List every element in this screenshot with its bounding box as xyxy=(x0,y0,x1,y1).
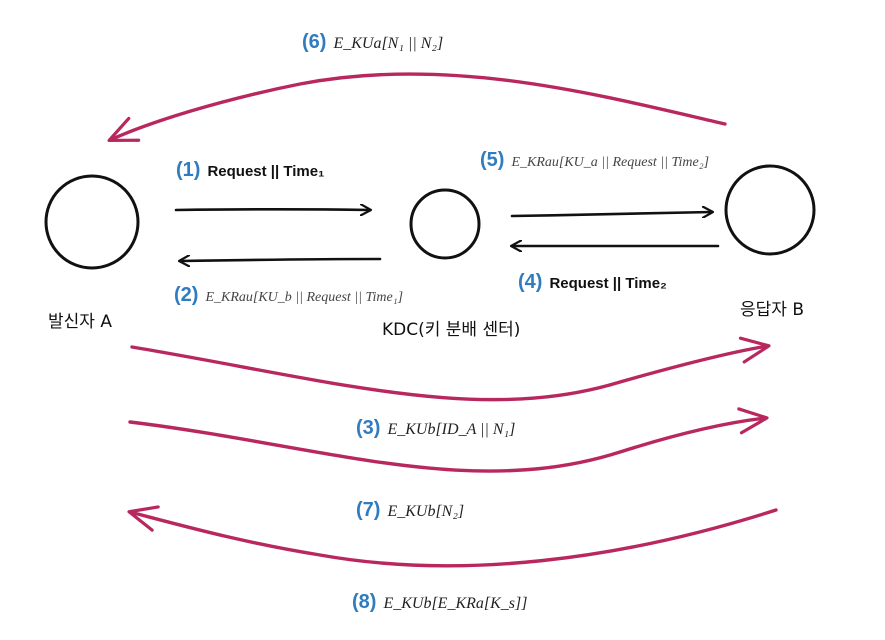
step-7-number: (7) xyxy=(356,499,381,521)
arrow-step-8 xyxy=(127,505,778,568)
step-5-label: (5) E_KRau[KU_a || Request || Time₂] xyxy=(480,150,709,170)
step-4-message: Request || Time₂ xyxy=(549,275,667,292)
arrow-step-5 xyxy=(510,212,712,216)
responder-node xyxy=(724,164,816,256)
sender-label: 발신자 A xyxy=(48,312,112,332)
step-6-number: (6) xyxy=(302,31,327,53)
step-3-label: (3) E_KUb[ID_A || N₁] xyxy=(356,418,515,438)
kdc-label: KDC(키 분배 센터) xyxy=(382,320,521,340)
step-8-label: (8) E_KUb[E_KRa[K_s]] xyxy=(352,592,527,612)
arrow-step-1 xyxy=(174,209,370,210)
step-8-number: (8) xyxy=(352,591,377,613)
arrow-step-6 xyxy=(107,72,727,143)
step-7-label: (7) E_KUb[N₂] xyxy=(356,500,464,520)
step-1-number: (1) xyxy=(176,159,201,181)
arrow-step-2 xyxy=(180,259,382,261)
sender-node xyxy=(44,174,140,270)
responder-label: 응답자 B xyxy=(740,300,804,320)
step-2-message: E_KRau[KU_b || Request || Time₁] xyxy=(205,290,404,305)
step-2-number: (2) xyxy=(174,284,199,306)
step-3-number: (3) xyxy=(356,417,381,439)
kdc-node xyxy=(409,188,481,260)
step-5-number: (5) xyxy=(480,149,505,171)
arrow-step-3 xyxy=(130,336,771,402)
step-8-message: E_KUb[E_KRa[K_s]] xyxy=(383,595,528,612)
step-4-label: (4) Request || Time₂ xyxy=(518,272,667,292)
step-5-message: E_KRau[KU_a || Request || Time₂] xyxy=(511,155,710,170)
step-6-message: E_KUa[N₁ || N₂] xyxy=(333,35,444,52)
step-1-message: Request || Time₁ xyxy=(207,163,325,180)
arrow-step-7 xyxy=(128,407,769,473)
step-2-label: (2) E_KRau[KU_b || Request || Time₁] xyxy=(174,285,403,305)
step-1-label: (1) Request || Time₁ xyxy=(176,160,324,180)
step-3-message: E_KUb[ID_A || N₁] xyxy=(387,421,516,438)
step-4-number: (4) xyxy=(518,271,543,293)
step-7-message: E_KUb[N₂] xyxy=(387,503,465,520)
step-6-label: (6) E_KUa[N₁ || N₂] xyxy=(302,32,443,52)
